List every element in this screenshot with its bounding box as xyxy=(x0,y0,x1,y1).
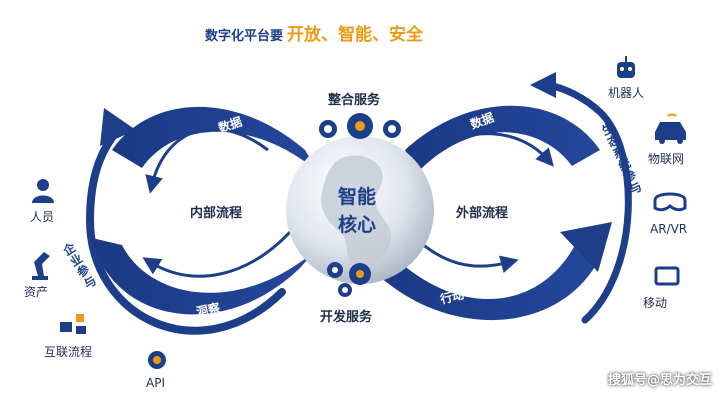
diagram-title: 数字化平台要开放、智能、安全 xyxy=(205,20,423,45)
right-item-label-iot: 物联网 xyxy=(648,152,685,166)
inner-right-arc-bottom xyxy=(419,240,519,274)
bottom-gears-icon xyxy=(327,262,371,297)
globe-continent xyxy=(321,155,392,266)
title-highlight: 开放、智能、安全 xyxy=(287,25,424,45)
tablet-icon xyxy=(654,266,680,286)
right-big-arrowhead xyxy=(560,222,612,272)
left-item-label-people: 人员 xyxy=(30,210,55,224)
right-item-label-arvr: AR/VR xyxy=(650,222,688,236)
api-gear-icon xyxy=(148,351,166,369)
robot-icon xyxy=(617,56,635,78)
outer-left-arrowhead xyxy=(100,108,136,146)
right-item-label-mobile: 移动 xyxy=(643,296,668,310)
outer-right-arc xyxy=(544,81,632,324)
watermark: 搜狐号@思为交互 xyxy=(607,373,712,388)
connected-process-icon xyxy=(60,314,86,334)
outer-right-arrowhead xyxy=(530,72,556,98)
external-process-label: 外部流程 xyxy=(456,206,509,221)
internal-process-label: 内部流程 xyxy=(190,206,243,221)
center-line2: 核心 xyxy=(338,214,377,236)
person-icon xyxy=(32,179,54,203)
right-bottom-band xyxy=(378,245,600,321)
right-top-band xyxy=(405,105,600,172)
left-item-label-api: API xyxy=(146,376,165,390)
top-gears-icon xyxy=(319,113,401,139)
development-services-label: 开发服务 xyxy=(320,310,373,325)
robot-arm-icon xyxy=(32,252,50,280)
left-item-label-connected-process: 互联流程 xyxy=(44,345,93,359)
vr-goggles-icon xyxy=(653,192,687,212)
inner-left-arc-bottom xyxy=(142,230,292,278)
left-bottom-band xyxy=(92,238,316,315)
outer-left-arc xyxy=(85,126,286,335)
integration-services-label: 整合服务 xyxy=(328,93,381,108)
left-item-label-assets: 资产 xyxy=(24,285,49,299)
inner-right-arc-top xyxy=(429,132,554,167)
left-top-band xyxy=(112,106,318,172)
center-line1: 智能 xyxy=(338,186,377,208)
inner-left-arc-top xyxy=(145,127,269,194)
title-prefix: 数字化平台要 xyxy=(205,29,284,44)
right-item-label-robot: 机器人 xyxy=(608,86,645,100)
connected-car-icon xyxy=(655,113,686,144)
